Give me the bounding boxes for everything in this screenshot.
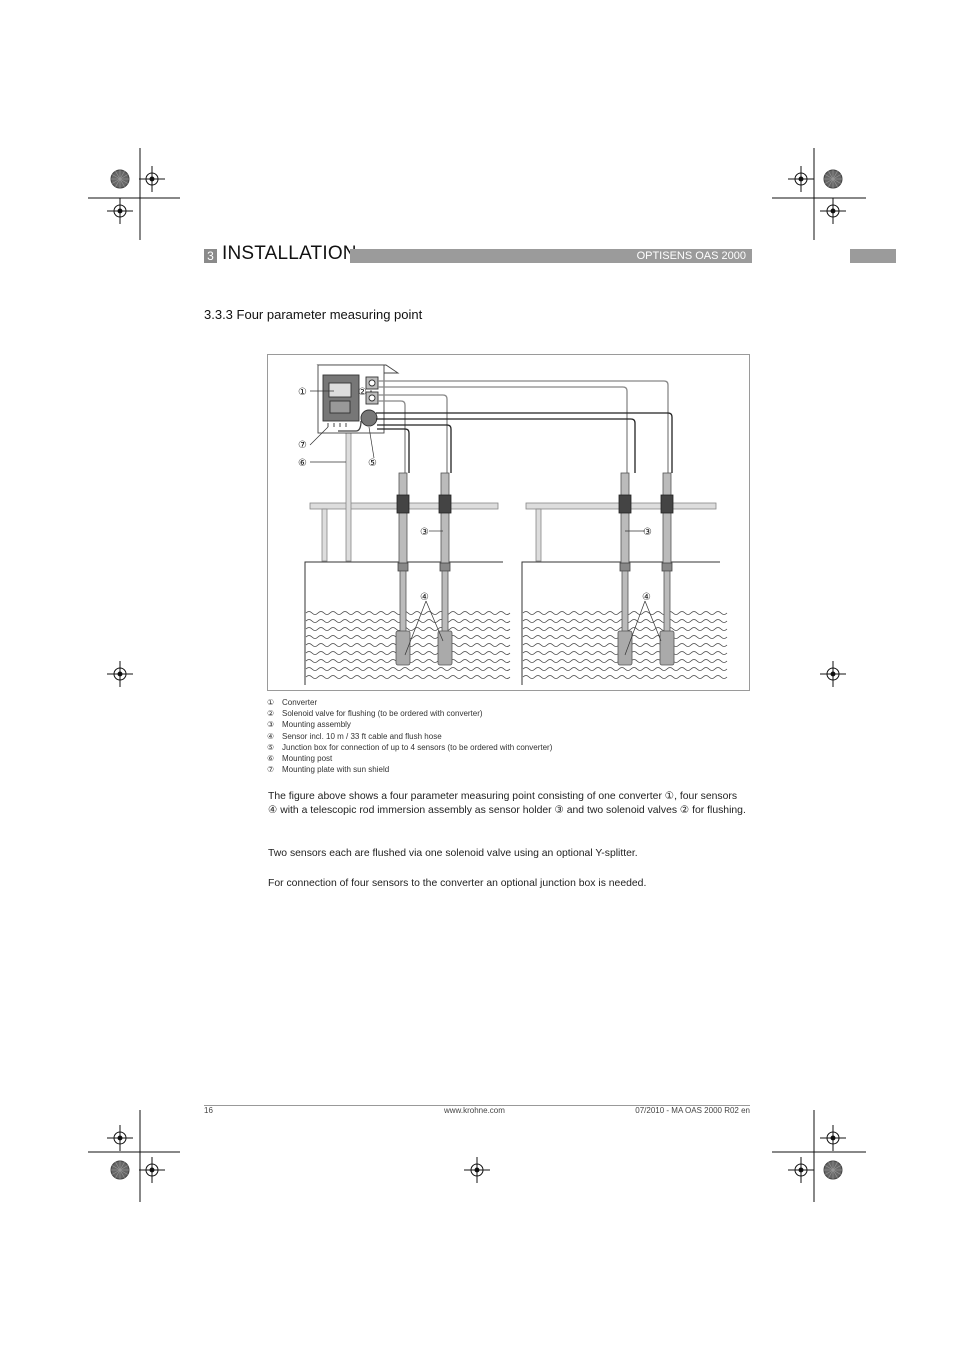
legend-item: ③ Mounting assembly [267,719,747,730]
registration-crosshair [820,198,846,224]
footer-url[interactable]: www.krohne.com [444,1106,505,1115]
converter [322,374,360,427]
legend-item: ④ Sensor incl. 10 m / 33 ft cable and flu… [267,731,747,742]
cables [338,380,673,473]
legend-number: ⑤ [267,742,275,752]
leader-lines [309,390,662,656]
measuring-point-diagram: ① ② ③ ③ ④ ④ ⑤ ⑥ ⑦ [298,364,728,685]
sensor-rod [395,472,411,666]
legend-item: ⑥ Mounting post [267,753,747,764]
registration-target [823,169,843,189]
header-bar: OPTISENS OAS 2000 [350,249,752,263]
legend-item: ② Solenoid valve for flushing (to be orde… [267,708,747,719]
registration-crosshair [464,1157,490,1183]
legend-text: Converter [282,698,318,707]
legend-text: Junction box for connection of up to 4 s… [282,742,553,752]
wave-line [305,667,511,671]
sensor-rod [617,472,633,666]
legend-text: Solenoid valve for flushing (to be order… [282,709,483,719]
registration-target [823,1160,843,1180]
legend-item: ① Converter [267,697,747,708]
sensor-probe [395,630,411,666]
wave-line [305,619,511,623]
chapter-number-badge: 3 [204,249,217,263]
legend-text: Sensor incl. 10 m / 33 ft cable and flus… [282,731,442,741]
document-reference: 07/2010 - MA OAS 2000 R02 en [635,1106,750,1115]
legend-item: ⑤ Junction box for connection of up to 4 … [267,742,747,753]
legend-text: Mounting assembly [282,720,351,730]
header-tab [850,249,896,263]
registration-crosshair [820,661,846,687]
section-heading: 3.3.3 Four parameter measuring point [204,307,423,322]
callout-mounting-assembly-right: ③ [643,527,652,538]
body-paragraph: Two sensors each are flushed via one sol… [268,848,638,859]
registration-target [110,169,130,189]
callout-converter: ① [298,387,307,398]
registration-crosshair [107,661,133,687]
page-number: 16 [204,1106,213,1115]
sensor-probe [617,630,633,666]
junction-box [360,409,378,427]
registration-crosshair [139,166,165,192]
basin-right [521,561,720,685]
registration-crosshair [788,166,814,192]
sensor-rod [437,472,453,666]
wave-line [305,611,511,615]
registration-crosshair [107,1125,133,1151]
legend-item: ⑦ Mounting plate with sun shield [267,764,747,775]
legend-number: ② [267,709,275,719]
callout-junction-box: ⑤ [368,458,377,469]
callout-mounting-plate: ⑦ [298,440,307,451]
sensor-rod [659,472,675,666]
installation-figure: ① ② ③ ③ ④ ④ ⑤ ⑥ ⑦ [267,354,750,691]
legend-number: ④ [267,731,275,741]
basin-left [304,561,503,685]
footer-rule [204,1105,750,1106]
legend-text: Mounting post [282,754,333,764]
solenoid-valves [365,376,379,405]
registration-crosshair [820,1125,846,1151]
callout-sensor-left: ④ [420,592,429,603]
registration-crosshair [107,198,133,224]
wave-line [305,675,511,679]
mounting-post [345,430,352,562]
sensor-probe [437,630,453,666]
callout-mounting-assembly-left: ③ [420,527,429,538]
chapter-title: INSTALLATION [222,243,357,264]
body-paragraph: The figure above shows a four parameter … [268,791,746,816]
registration-crosshair [139,1157,165,1183]
sensor-probe [659,630,675,666]
legend-number: ⑥ [267,754,275,764]
registration-crosshair [788,1157,814,1183]
body-paragraph: For connection of four sensors to the co… [268,878,647,889]
callout-mounting-post: ⑥ [298,458,307,469]
legend-text: Mounting plate with sun shield [282,765,390,775]
sensor-assemblies [395,472,675,666]
callout-solenoid-valve: ② [358,387,367,398]
wave-line [522,667,728,671]
wave-line [522,675,728,679]
legend-number: ① [267,698,275,707]
product-name: OPTISENS OAS 2000 [636,250,746,262]
figure-legend: ① Converter ② Solenoid valve for flushing … [267,697,747,775]
legend-number: ③ [267,720,275,730]
callout-sensor-right: ④ [642,592,651,603]
legend-number: ⑦ [267,765,275,775]
registration-target [110,1160,130,1180]
wave-line [305,627,511,631]
